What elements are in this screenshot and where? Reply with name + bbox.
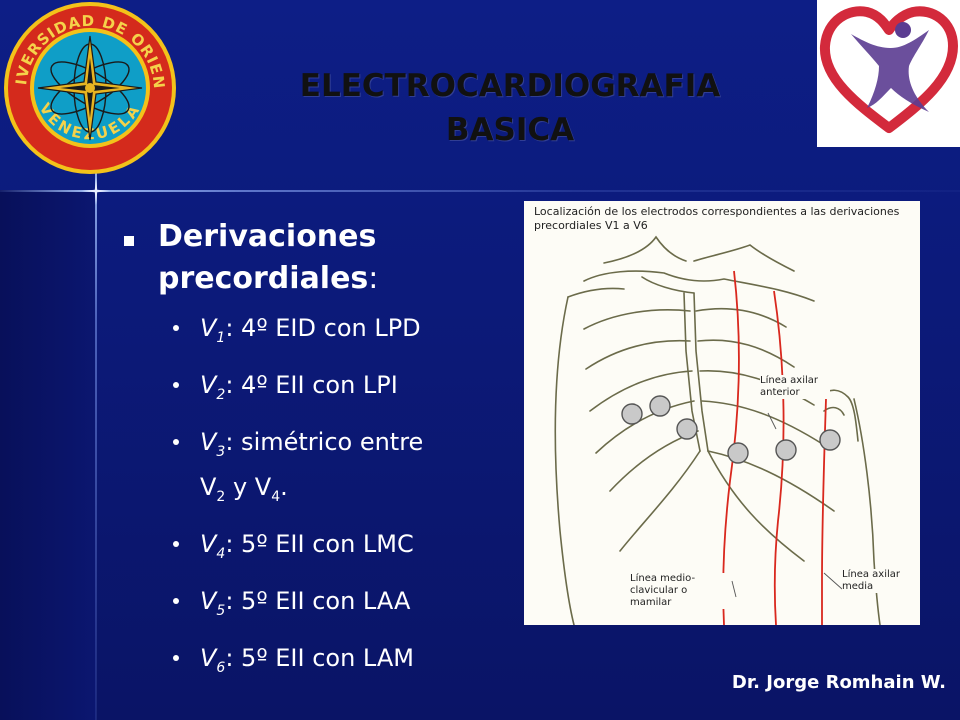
- lead-subscript: 2: [216, 489, 226, 506]
- electrode-v1: [621, 403, 643, 425]
- lead-item-v3: V3: simétrico entre V2 y V4.: [173, 424, 498, 516]
- figure-caption: Localización de los electrodos correspon…: [534, 205, 900, 232]
- lead-description: : 5º EII con LAA: [225, 586, 411, 615]
- lead-letter: V: [200, 586, 217, 615]
- dot-bullet-icon: [173, 325, 179, 331]
- lead-subscript: 2: [216, 386, 226, 403]
- electrode-v3: [676, 418, 698, 440]
- heart-person-icon: [819, 6, 958, 133]
- electrode-figure: Localización de los electrodos correspon…: [524, 201, 920, 625]
- lead-description-cont: .: [280, 473, 288, 502]
- lead-letter: V: [200, 314, 217, 342]
- heart-logo: [817, 0, 960, 147]
- lead-item-v5: V5: 5º EII con LAA: [173, 583, 498, 629]
- lead-description: : simétrico entre: [225, 427, 424, 456]
- university-emblem: UNIVERSIDAD DE ORIENTE VENEZUELA: [0, 0, 176, 174]
- electrode-v6: [819, 429, 841, 451]
- lead-subscript: 4: [271, 489, 281, 506]
- lead-letter: V: [200, 427, 217, 456]
- left-band: [0, 190, 96, 720]
- dot-bullet-icon: [173, 654, 179, 661]
- lead-item-v4: V4: 5º EII con LMC: [173, 526, 498, 572]
- bullet-list: Derivaciones precordiales: V1: 4º EID co…: [118, 216, 498, 697]
- label-axilar-media: Línea axilar media: [842, 569, 918, 593]
- lead-subscript: 5: [216, 602, 226, 619]
- chest-illustration: [554, 235, 881, 625]
- label-medio-clavicular: Línea medio-clavicular o mamilar: [630, 573, 730, 609]
- lead-list: V1: 4º EID con LPD V2: 4º EII con LPI V3…: [118, 310, 498, 686]
- dot-bullet-icon: [173, 381, 179, 388]
- electrode-v2: [649, 395, 671, 417]
- lead-description: : 5º EII con LAM: [225, 643, 414, 672]
- lead-description-cont: V: [200, 473, 217, 502]
- lead-subscript: 4: [216, 545, 226, 562]
- author-name: Dr. Jorge Romhain W.: [731, 672, 946, 693]
- lead-subscript: 1: [216, 329, 226, 346]
- lead-description: : 4º EID con LPD: [225, 314, 421, 342]
- slide-title: ELECTROCARDIOGRAFIA BASICA: [250, 64, 770, 152]
- electrode-v5: [775, 439, 797, 461]
- lead-item-v2: V2: 4º EII con LPI: [173, 367, 498, 413]
- lead-subscript: 3: [216, 443, 226, 460]
- title-line-2: BASICA: [445, 112, 575, 148]
- electrode-v4: [727, 442, 749, 464]
- dot-bullet-icon: [173, 541, 179, 548]
- lead-item-v6: V6: 5º EII con LAM: [173, 640, 498, 686]
- label-axilar-anterior: Línea axilar anterior: [760, 375, 830, 399]
- lead-subscript: 6: [216, 659, 226, 676]
- main-bullet-suffix: :: [368, 261, 379, 296]
- dot-bullet-icon: [173, 438, 179, 445]
- lead-description: : 4º EII con LPI: [225, 370, 398, 399]
- lead-letter: V: [200, 370, 217, 399]
- horizontal-rule: [0, 190, 960, 192]
- lead-description: : 5º EII con LMC: [225, 530, 414, 559]
- main-bullet: Derivaciones precordiales:: [118, 216, 498, 300]
- vertical-rule: [95, 150, 97, 720]
- lead-item-v1: V1: 4º EID con LPD: [173, 310, 498, 356]
- main-bullet-label: Derivaciones precordiales: [158, 219, 377, 296]
- sparkle-icon: [82, 177, 110, 205]
- title-line-1: ELECTROCARDIOGRAFIA: [299, 68, 721, 104]
- square-bullet-icon: [124, 236, 134, 246]
- lead-description-cont: y V: [225, 473, 272, 502]
- dot-bullet-icon: [173, 597, 179, 604]
- lead-letter: V: [200, 530, 217, 559]
- lead-letter: V: [200, 643, 217, 672]
